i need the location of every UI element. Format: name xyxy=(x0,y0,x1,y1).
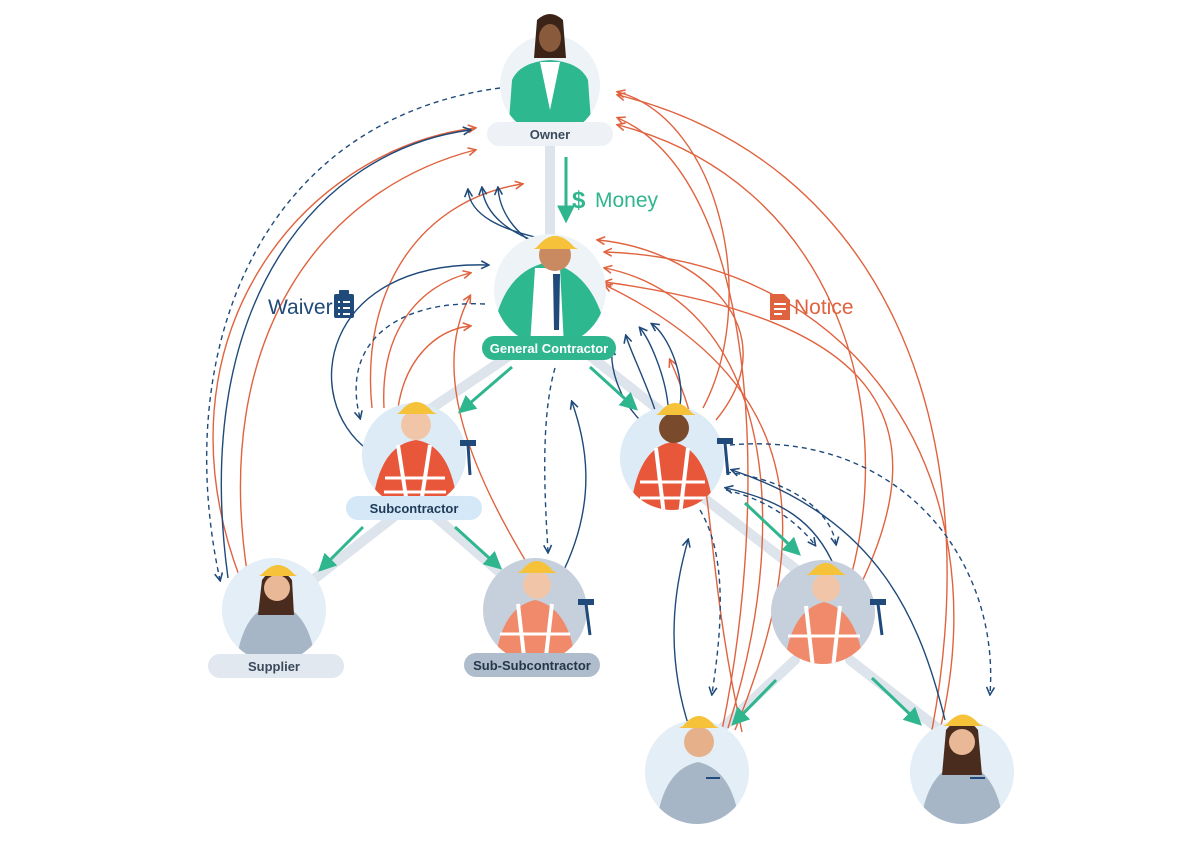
supplier-node: Supplier xyxy=(208,558,344,678)
subcontractor-helmet-icon xyxy=(397,402,437,414)
subcontractor-label: Subcontractor xyxy=(370,501,459,516)
sub-subcontractor-label-pill xyxy=(464,653,600,677)
subcontractor-label-pill xyxy=(346,496,482,520)
sub-subcontractor-right-node xyxy=(771,560,886,664)
money-arrow-gc-sub2 xyxy=(588,365,638,411)
notice-label: Notice xyxy=(794,296,854,319)
sub-subcontractor-helmet-icon xyxy=(517,561,557,573)
dashed-arrows xyxy=(205,87,991,694)
subcontractor-node: Subcontractor xyxy=(346,402,482,520)
clipboard-icon xyxy=(334,290,354,318)
money-arrow-sub3-w2 xyxy=(870,676,922,726)
hammer-icon xyxy=(578,599,594,636)
hammer-icon xyxy=(717,438,733,476)
gc-label-pill xyxy=(482,336,616,360)
supplier-helmet-icon xyxy=(259,565,297,576)
notice-arrows xyxy=(212,92,955,733)
owner-label: Owner xyxy=(530,127,570,142)
sub-subcontractor-node: Sub-Subcontractor xyxy=(464,558,600,677)
sub-subcontractor-right-helmet-icon xyxy=(806,563,846,575)
legend-money: $ Money xyxy=(572,187,659,214)
dollar-icon: $ xyxy=(572,187,586,214)
hammer-icon xyxy=(870,599,886,636)
supplier-bottom-right-node xyxy=(910,714,1014,824)
money-arrow-gc-sub xyxy=(457,365,513,414)
worker-helmet-icon xyxy=(943,714,983,726)
money-arrow-sub-subsub xyxy=(453,525,502,570)
gc-label: General Contractor xyxy=(490,341,608,356)
sub-subcontractor-label: Sub-Subcontractor xyxy=(473,658,591,673)
supplier-label: Supplier xyxy=(248,659,300,674)
supplier-bottom-left-node xyxy=(645,716,749,824)
worker-helmet-icon xyxy=(679,716,719,728)
legend-waiver: Waiver xyxy=(268,290,354,319)
supplier-label-pill xyxy=(208,654,344,678)
money-label: Money xyxy=(595,189,659,212)
document-icon xyxy=(770,294,790,320)
money-arrow-sub2-sub3 xyxy=(743,501,801,556)
gc-helmet-icon xyxy=(534,236,578,249)
waiver-label: Waiver xyxy=(268,296,333,319)
general-contractor-node: General Contractor xyxy=(482,234,616,360)
subcontractor-right-helmet-icon xyxy=(656,403,696,415)
owner-node: Owner xyxy=(487,14,613,146)
hammer-icon xyxy=(460,440,476,476)
hierarchy-connectors xyxy=(295,140,945,735)
money-arrows xyxy=(318,157,922,726)
owner-label-pill xyxy=(487,122,613,146)
money-arrow-sub3-w1 xyxy=(731,678,778,726)
legend-notice: Notice xyxy=(770,294,854,320)
money-arrow-sub-supplier xyxy=(318,525,365,572)
subcontractor-right-node xyxy=(620,403,733,510)
